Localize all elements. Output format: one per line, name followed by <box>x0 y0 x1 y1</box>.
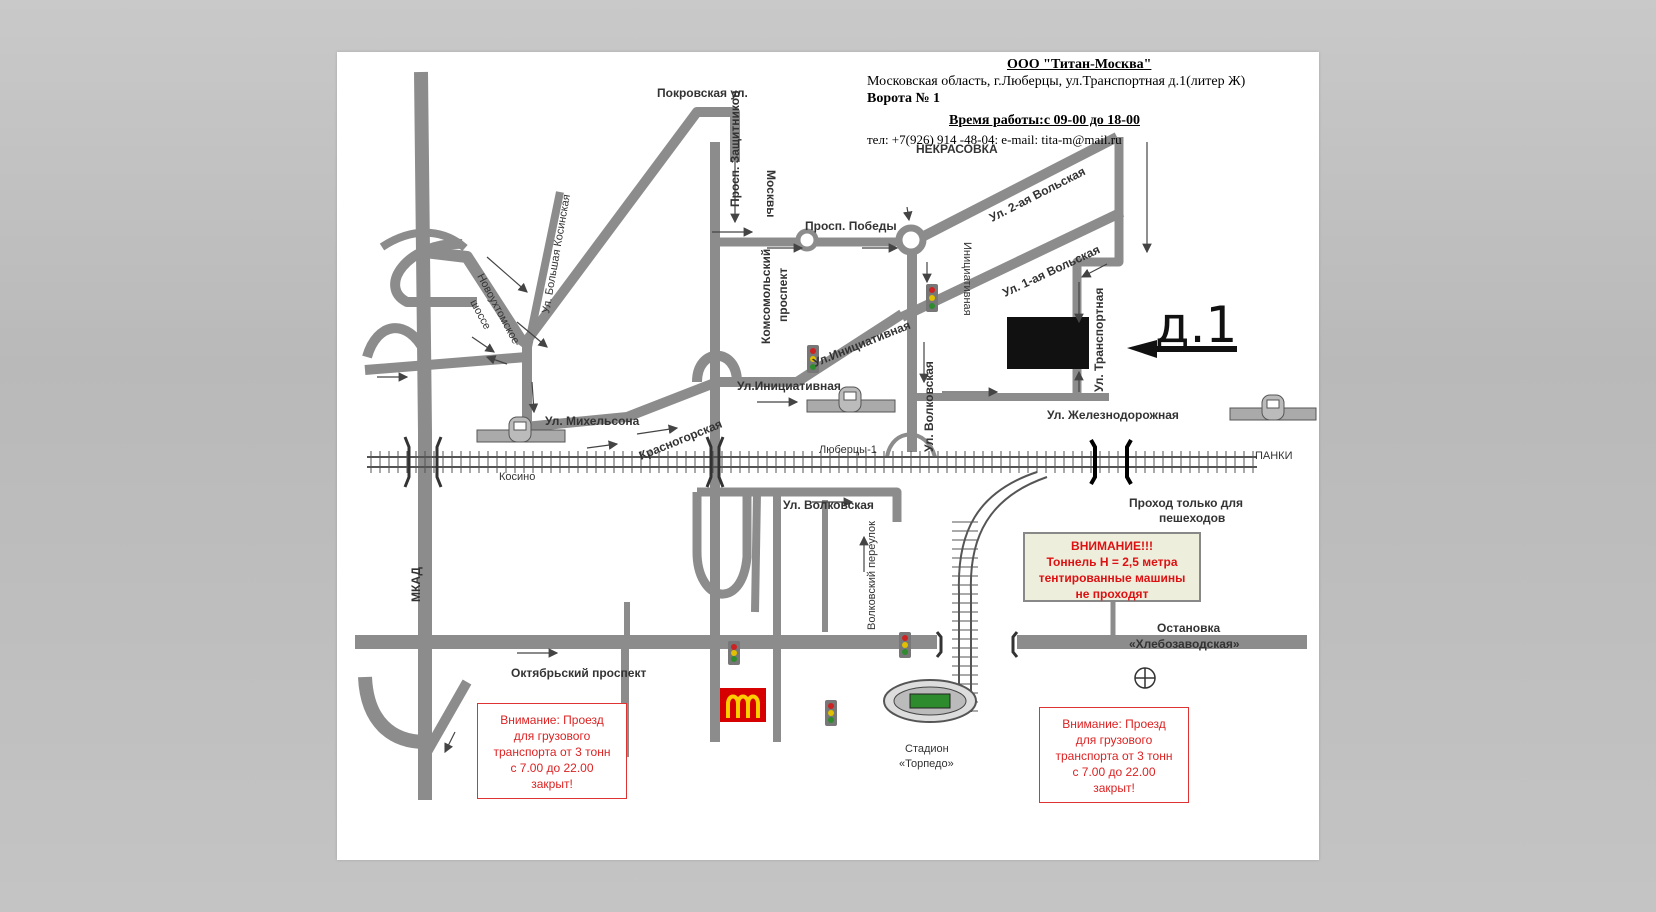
label-initsiativnaya-h: Ул.Инициативная <box>737 379 841 393</box>
label-zashchitnikov-1: Просп. Защитников <box>728 91 742 207</box>
direction-arrow-icon <box>1127 340 1237 358</box>
road-komsomolsky-south-2 <box>751 488 781 742</box>
road-komsomolsky-south-loop <box>692 492 752 599</box>
bus-stop-icon <box>1134 667 1156 689</box>
road-mikhelsona <box>524 377 719 432</box>
train-station-icon <box>476 416 566 443</box>
label-stadium-2: «Торпедо» <box>899 758 954 770</box>
company-name: ООО "Титан-Москва" <box>1007 57 1152 72</box>
gate-number: Ворота № 1 <box>867 91 941 106</box>
tunnel-warning-height: Тоннель Н = 2,5 метра <box>1046 555 1178 569</box>
road-1-volskaya <box>899 207 1125 322</box>
label-mikhelsona: Ул. Михельсона <box>545 414 640 428</box>
traffic-direction-arrows <box>377 142 1152 754</box>
road-pokrovskaya <box>517 107 740 350</box>
label-volkovskaya-v: Ул. Волковская <box>922 361 936 452</box>
traffic-light-icon <box>899 632 911 658</box>
label-kosino: Косино <box>499 471 535 483</box>
tunnel-warning-no-pass: не проходят <box>1075 587 1149 601</box>
truck-notice-line: закрыт! <box>1093 781 1135 795</box>
label-mkad: МКАД <box>409 567 423 602</box>
label-lubertsy1: Люберцы-1 <box>819 444 877 456</box>
mcdonalds-logo <box>720 688 766 722</box>
roundabout-small <box>795 228 819 252</box>
label-volkovskaya-h: Ул. Волковская <box>783 498 874 512</box>
map-sheet: НЕКРАСОВКА Покровская ул. Просп. Защитни… <box>337 52 1319 860</box>
label-oktyabrsky: Октябрьский проспект <box>511 666 646 680</box>
label-panki: ПАНКИ <box>1255 450 1293 462</box>
train-station-icon <box>1229 394 1317 421</box>
road-2-volskaya <box>919 132 1120 242</box>
label-zashchitnikov-2: Москвы <box>764 170 778 217</box>
contacts: тел: +7(926) 914 -48-04: e-mail: tita-m@… <box>867 132 1122 147</box>
building-icon <box>1007 317 1089 369</box>
traffic-light-icon <box>926 284 938 312</box>
traffic-light-icon <box>825 700 837 726</box>
road-novoukhtomskoe <box>424 246 528 346</box>
truck-notice-west: Внимание: Проезд для грузового транспорт… <box>477 703 627 799</box>
railway <box>367 436 1257 712</box>
stadium-icon <box>883 679 977 723</box>
label-stop-2: «Хлебозаводская» <box>1129 637 1240 651</box>
label-nekrasovka: НЕКРАСОВКА <box>916 142 998 156</box>
roundabout-large <box>895 224 927 256</box>
label-stadium-1: Стадион <box>905 743 949 755</box>
truck-notice-line: с 7.00 до 22.00 <box>510 761 594 775</box>
road-initsiativnaya <box>717 309 905 387</box>
road-mkad-ring-top <box>390 238 477 307</box>
road-tunnel-arch <box>885 432 937 458</box>
truck-notice-line: Внимание: Проезд <box>1062 717 1166 731</box>
label-zheleznodorozhnaya: Ул. Железнодорожная <box>1047 408 1179 422</box>
truck-notice-line: закрыт! <box>531 777 573 791</box>
route-map: НЕКРАСОВКА Покровская ул. Просп. Защитни… <box>355 71 1317 800</box>
label-pedestrian-2: пешеходов <box>1159 511 1225 525</box>
road-komsomolsky-loop <box>692 350 742 383</box>
railway-ties <box>370 451 1254 473</box>
truck-notice-line: транспорта от 3 тонн <box>1055 749 1173 763</box>
label-komsomolsky-2: проспект <box>776 268 790 322</box>
truck-notice-line: с 7.00 до 22.00 <box>1072 765 1156 779</box>
label-transportnaya: Ул. Транспортная <box>1092 288 1106 392</box>
tunnel-warning: ВНИМАНИЕ!!! Тоннель Н = 2,5 метра тентир… <box>1023 532 1201 602</box>
road-mkad-exit <box>422 679 472 755</box>
label-pobedy: Просп. Победы <box>805 219 897 233</box>
roads <box>355 71 1307 800</box>
traffic-light-icon <box>728 641 740 665</box>
truck-notice-line: Внимание: Проезд <box>500 713 604 727</box>
working-hours: Время работы:с 09-00 до 18-00 <box>949 113 1140 128</box>
truck-notice-line: для грузового <box>513 729 591 743</box>
truck-notice-east: Внимание: Проезд для грузового транспорт… <box>1039 707 1189 803</box>
label-initsiativnaya-small: Инициативная <box>961 242 973 316</box>
truck-notice-line: для грузового <box>1075 733 1153 747</box>
road-mkad <box>414 71 432 800</box>
road-mkad-loop <box>362 323 430 359</box>
label-stop-1: Остановка <box>1157 621 1221 635</box>
label-initsiativnaya-diag: Ул.Инициативная <box>811 318 913 370</box>
tunnel-warning-trucks: тентированные машины <box>1038 571 1186 585</box>
label-pedestrian-1: Проход только для <box>1129 496 1243 510</box>
label-volkovsky-per: Волковский переулок <box>866 521 878 630</box>
label-house-number: д.1 <box>1155 296 1237 354</box>
label-pokrovskaya: Покровская ул. <box>657 86 748 100</box>
label-komsomolsky-1: Комсомольский <box>759 249 773 344</box>
train-station-icon <box>806 386 896 413</box>
road-mkad-ring-top-2 <box>379 228 468 252</box>
company-address: Московская область, г.Люберцы, ул.Трансп… <box>867 74 1246 89</box>
traffic-light-icon <box>807 345 819 373</box>
truck-notice-line: транспорта от 3 тонн <box>493 745 611 759</box>
road-mkad-loop-2 <box>364 352 528 375</box>
road-mkad-bottom-curve <box>358 676 426 749</box>
tunnel-warning-title: ВНИМАНИЕ!!! <box>1071 539 1153 553</box>
